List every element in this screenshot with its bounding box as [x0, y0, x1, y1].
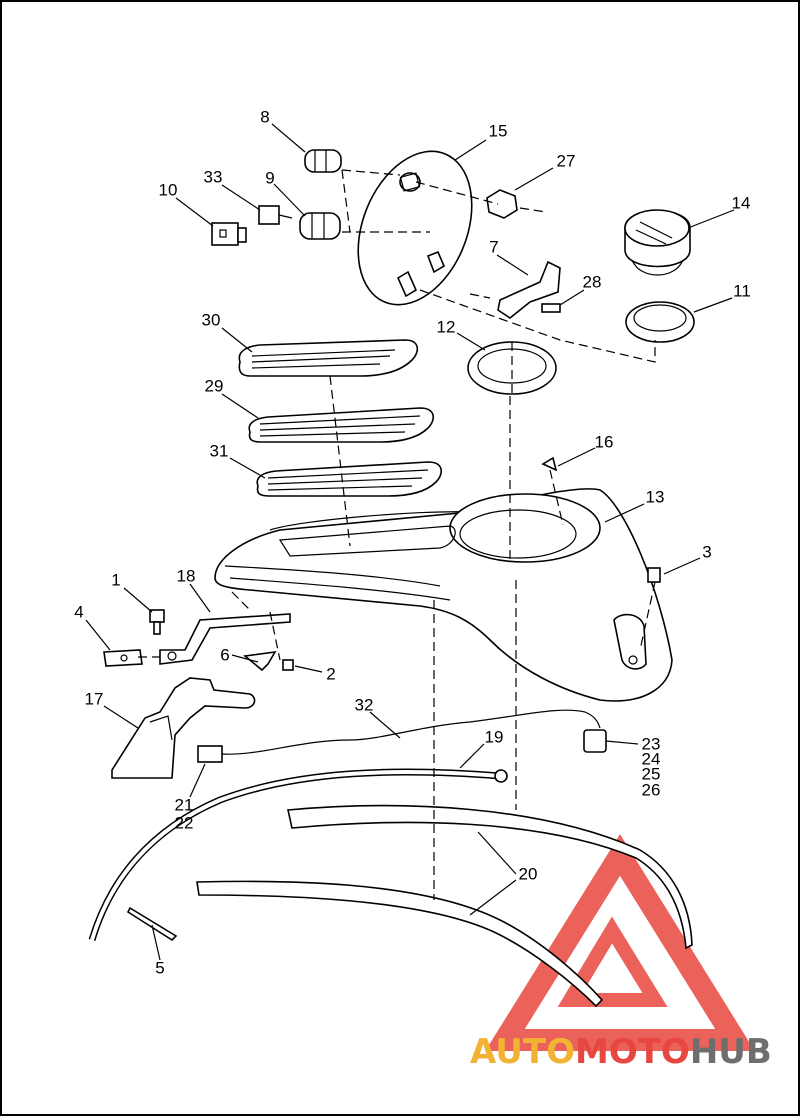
watermark-text: AUTOMOTOHUB: [470, 1032, 772, 1072]
alignment-lines: [138, 169, 656, 900]
logo-inner-shape: [557, 916, 668, 1007]
callout-10: 10: [159, 181, 178, 200]
callout-20: 20: [519, 865, 538, 884]
bracket-18: [159, 613, 291, 665]
grommet-16: [541, 456, 558, 472]
trim-strip-29: [248, 407, 435, 443]
fuel-cap-14: [624, 209, 691, 276]
callout-31: 31: [210, 442, 229, 461]
callout-6: 6: [220, 646, 229, 665]
callout-4: 4: [74, 603, 83, 622]
ring-11: [625, 301, 695, 343]
watermark-auto: AUTO: [470, 1032, 575, 1072]
callout-29: 29: [205, 377, 224, 396]
plug-10: [211, 222, 247, 246]
callout-8: 8: [260, 108, 269, 127]
watermark-logo: [485, 834, 755, 1051]
callout-19: 19: [485, 728, 504, 747]
callout-25: 25: [642, 765, 661, 784]
gauge-plate-15: [357, 150, 473, 306]
callout-17: 17: [85, 690, 104, 709]
callout-30: 30: [202, 311, 221, 330]
bolt-1: [149, 609, 165, 635]
molding-20-upper: [287, 804, 693, 950]
callout-12: 12: [437, 318, 456, 337]
callout-2: 2: [326, 665, 335, 684]
clip-33: [258, 205, 293, 225]
bracket-7: [497, 260, 561, 319]
harness-32: [197, 709, 607, 763]
screw-2: [282, 659, 294, 671]
callout-11: 11: [733, 282, 751, 301]
callout-18: 18: [177, 567, 196, 586]
callout-7: 7: [489, 238, 498, 257]
callout-15: 15: [489, 122, 508, 141]
callout-14: 14: [732, 194, 751, 213]
screw-3: [647, 567, 661, 583]
callout-13: 13: [646, 488, 665, 507]
callout-24: 24: [642, 750, 661, 769]
leader-lines: [85, 123, 735, 961]
callout-23: 23: [642, 735, 661, 754]
hose-19: [88, 768, 508, 942]
trim-strip-30: [238, 339, 419, 377]
callout-27: 27: [557, 152, 576, 171]
callout-9: 9: [265, 169, 274, 188]
callout-3: 3: [702, 543, 711, 562]
indicator-lamp-9: [299, 212, 341, 240]
callout-28: 28: [583, 273, 602, 292]
callout-5: 5: [155, 959, 164, 978]
indicator-lamp-8: [304, 149, 342, 173]
callout-1: 1: [111, 571, 120, 590]
cable-tie-5: [126, 906, 178, 942]
logo-triangle-shape: [485, 834, 755, 1051]
molding-20-lower: [196, 880, 604, 1008]
callout-32: 32: [355, 696, 374, 715]
watermark-hub: HUB: [690, 1032, 772, 1072]
watermark-moto: MOTO: [575, 1032, 690, 1072]
callout-26: 26: [642, 781, 661, 800]
trim-strip-31: [256, 461, 443, 497]
callout-labels: 8 9 33 10 15 27 14 7 28 11 12 30 29 31 1…: [74, 108, 751, 978]
callout-21: 21: [175, 796, 194, 815]
console-body-13: [214, 488, 673, 702]
clip-6: [243, 650, 277, 672]
clip-nut-4: [103, 649, 143, 667]
callout-16: 16: [595, 433, 614, 452]
callout-22: 22: [175, 814, 194, 833]
bracket-17: [111, 677, 256, 779]
nut-27: [486, 189, 518, 219]
callout-33: 33: [204, 168, 223, 187]
screw-28: [541, 303, 561, 313]
